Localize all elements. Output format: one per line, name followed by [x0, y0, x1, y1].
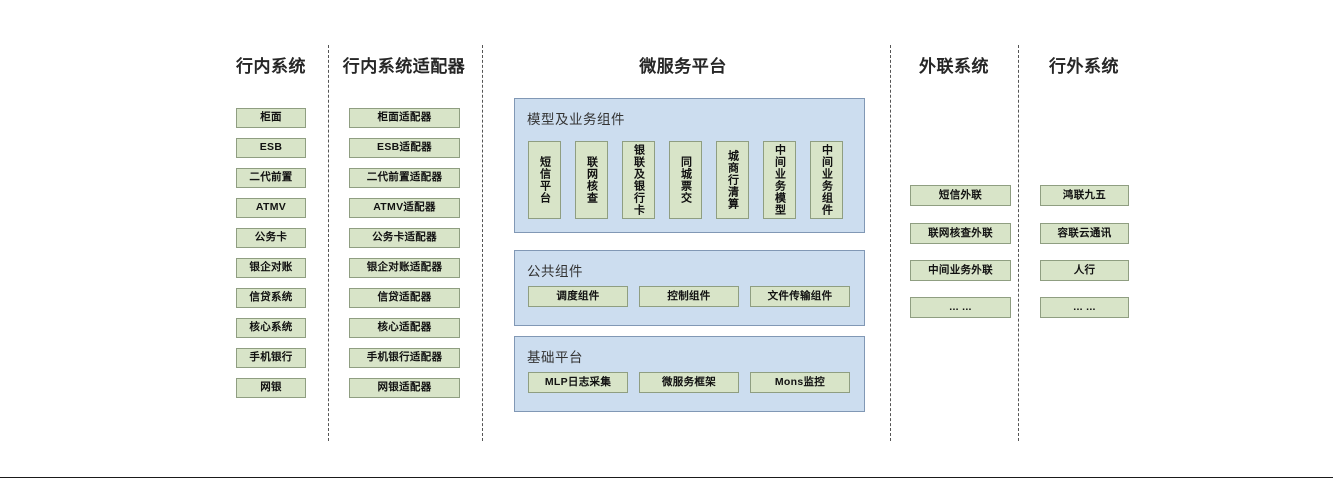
column-divider-4	[1018, 45, 1019, 441]
node-outside-bank-system[interactable]: 容联云通讯	[1040, 223, 1129, 244]
panel-title-model-business-components: 模型及业务组件	[527, 112, 625, 127]
node-external-link-system[interactable]: 联网核查外联	[910, 223, 1011, 244]
column-header-outside-bank-systems: 行外系统	[1049, 57, 1119, 76]
node-inhouse-system[interactable]: 手机银行	[236, 348, 306, 368]
node-base-platform-component[interactable]: Mons监控	[750, 372, 850, 393]
node-model-component[interactable]: 银联及银行卡	[622, 141, 655, 219]
panel-title-public-components: 公共组件	[527, 264, 583, 279]
bottom-divider	[0, 477, 1333, 478]
panel-title-base-platform: 基础平台	[527, 350, 583, 365]
node-model-component[interactable]: 同城票交	[669, 141, 702, 219]
node-inhouse-system[interactable]: 银企对账	[236, 258, 306, 278]
node-external-link-system[interactable]: ... ...	[910, 297, 1011, 318]
node-inhouse-system[interactable]: 核心系统	[236, 318, 306, 338]
node-outside-bank-system[interactable]: 鸿联九五	[1040, 185, 1129, 206]
node-inhouse-adapter[interactable]: 手机银行适配器	[349, 348, 460, 368]
node-inhouse-adapter[interactable]: 信贷适配器	[349, 288, 460, 308]
node-inhouse-adapter[interactable]: 二代前置适配器	[349, 168, 460, 188]
node-inhouse-adapter[interactable]: 公务卡适配器	[349, 228, 460, 248]
node-base-platform-component[interactable]: MLP日志采集	[528, 372, 628, 393]
node-public-component[interactable]: 调度组件	[528, 286, 628, 307]
node-outside-bank-system[interactable]: ... ...	[1040, 297, 1129, 318]
node-inhouse-system[interactable]: ESB	[236, 138, 306, 158]
node-outside-bank-system[interactable]: 人行	[1040, 260, 1129, 281]
node-inhouse-system[interactable]: 网银	[236, 378, 306, 398]
node-public-component[interactable]: 文件传输组件	[750, 286, 850, 307]
node-model-component[interactable]: 中间业务模型	[763, 141, 796, 219]
node-model-component[interactable]: 短信平台	[528, 141, 561, 219]
node-model-component[interactable]: 城商行清算	[716, 141, 749, 219]
node-inhouse-adapter[interactable]: ATMV适配器	[349, 198, 460, 218]
node-inhouse-system[interactable]: 二代前置	[236, 168, 306, 188]
node-public-component[interactable]: 控制组件	[639, 286, 739, 307]
node-inhouse-adapter[interactable]: 柜面适配器	[349, 108, 460, 128]
node-inhouse-system[interactable]: 柜面	[236, 108, 306, 128]
column-divider-2	[482, 45, 483, 441]
column-header-inhouse-systems: 行内系统	[236, 57, 306, 76]
node-inhouse-adapter[interactable]: 核心适配器	[349, 318, 460, 338]
node-inhouse-system[interactable]: ATMV	[236, 198, 306, 218]
node-base-platform-component[interactable]: 微服务框架	[639, 372, 739, 393]
column-header-inhouse-adapters: 行内系统适配器	[342, 57, 466, 76]
node-inhouse-system[interactable]: 公务卡	[236, 228, 306, 248]
column-divider-3	[890, 45, 891, 441]
column-header-microservice-platform: 微服务平台	[639, 57, 727, 76]
node-external-link-system[interactable]: 短信外联	[910, 185, 1011, 206]
column-header-external-link-systems: 外联系统	[919, 57, 989, 76]
column-divider-1	[328, 45, 329, 441]
node-model-component[interactable]: 中间业务组件	[810, 141, 843, 219]
node-inhouse-adapter[interactable]: 网银适配器	[349, 378, 460, 398]
node-inhouse-system[interactable]: 信贷系统	[236, 288, 306, 308]
node-external-link-system[interactable]: 中间业务外联	[910, 260, 1011, 281]
node-inhouse-adapter[interactable]: ESB适配器	[349, 138, 460, 158]
node-model-component[interactable]: 联网核查	[575, 141, 608, 219]
node-inhouse-adapter[interactable]: 银企对账适配器	[349, 258, 460, 278]
